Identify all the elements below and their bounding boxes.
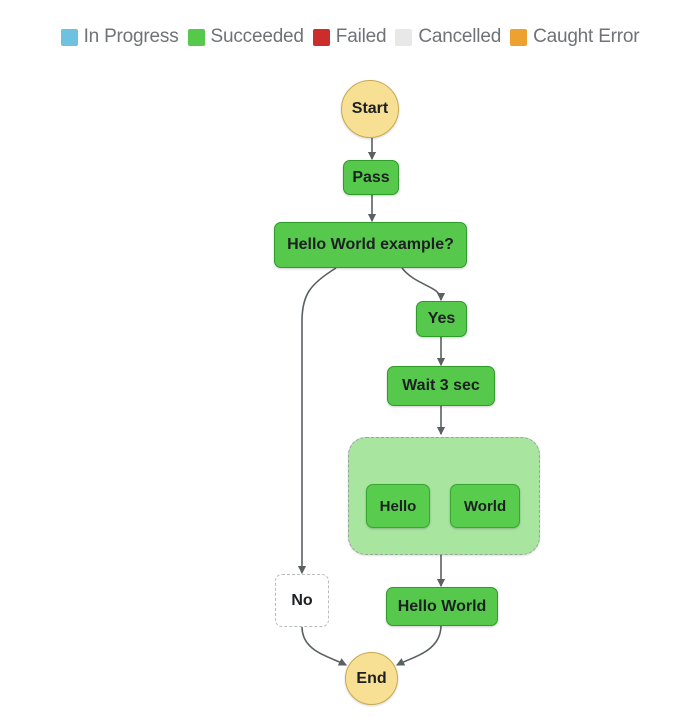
edge-choice-yes xyxy=(401,267,446,302)
legend-item-cancelled: Cancelled xyxy=(395,26,501,48)
graph-edges xyxy=(297,138,489,666)
legend-label-caught-error: Caught Error xyxy=(533,26,640,47)
legend-swatch-caught-error xyxy=(510,28,528,46)
legend-swatch-succeeded xyxy=(187,28,205,46)
legend-item-succeeded: Succeeded xyxy=(187,26,304,48)
legend-label-in-progress: In Progress xyxy=(83,26,179,47)
legend-item-failed: Failed xyxy=(312,26,387,48)
node-wait[interactable]: Wait 3 sec xyxy=(387,366,495,406)
node-start-label: Start xyxy=(351,100,389,117)
node-no-label: No xyxy=(291,591,313,609)
node-hello-label: Hello xyxy=(379,497,417,515)
node-yes-label: Yes xyxy=(427,310,456,327)
execution-graph[interactable]: Start Pass Hello World example? Yes Wait… xyxy=(0,55,700,722)
edge-choice-no xyxy=(297,267,337,575)
node-wait-label: Wait 3 sec xyxy=(402,377,480,394)
legend-label-failed: Failed xyxy=(335,26,387,47)
legend-label-succeeded: Succeeded xyxy=(210,26,304,47)
node-end[interactable]: End xyxy=(345,652,398,705)
node-hello-world-label: Hello World xyxy=(397,597,487,615)
legend-item-caught-error: Caught Error xyxy=(510,26,640,48)
node-choice[interactable]: Hello World example? xyxy=(274,222,467,268)
node-choice-label: Hello World example? xyxy=(287,236,454,253)
node-world[interactable]: World xyxy=(450,484,520,528)
node-hello[interactable]: Hello xyxy=(366,484,430,528)
legend-label-cancelled: Cancelled xyxy=(418,26,502,47)
node-yes[interactable]: Yes xyxy=(416,301,467,337)
node-pass[interactable]: Pass xyxy=(343,160,399,195)
edge-helloworld-end xyxy=(395,624,442,666)
node-end-label: End xyxy=(356,669,387,687)
legend-item-in-progress: In Progress xyxy=(60,26,179,48)
node-hello-world[interactable]: Hello World xyxy=(386,587,498,626)
edge-no-end xyxy=(301,626,348,666)
node-no[interactable]: No xyxy=(275,574,329,627)
node-start[interactable]: Start xyxy=(341,80,399,138)
status-legend: In Progress Succeeded Failed Cancelled C… xyxy=(0,22,700,52)
legend-swatch-cancelled xyxy=(395,28,413,46)
node-world-label: World xyxy=(463,497,507,515)
legend-swatch-in-progress xyxy=(60,28,78,46)
node-pass-label: Pass xyxy=(352,168,390,186)
legend-swatch-failed xyxy=(312,28,330,46)
